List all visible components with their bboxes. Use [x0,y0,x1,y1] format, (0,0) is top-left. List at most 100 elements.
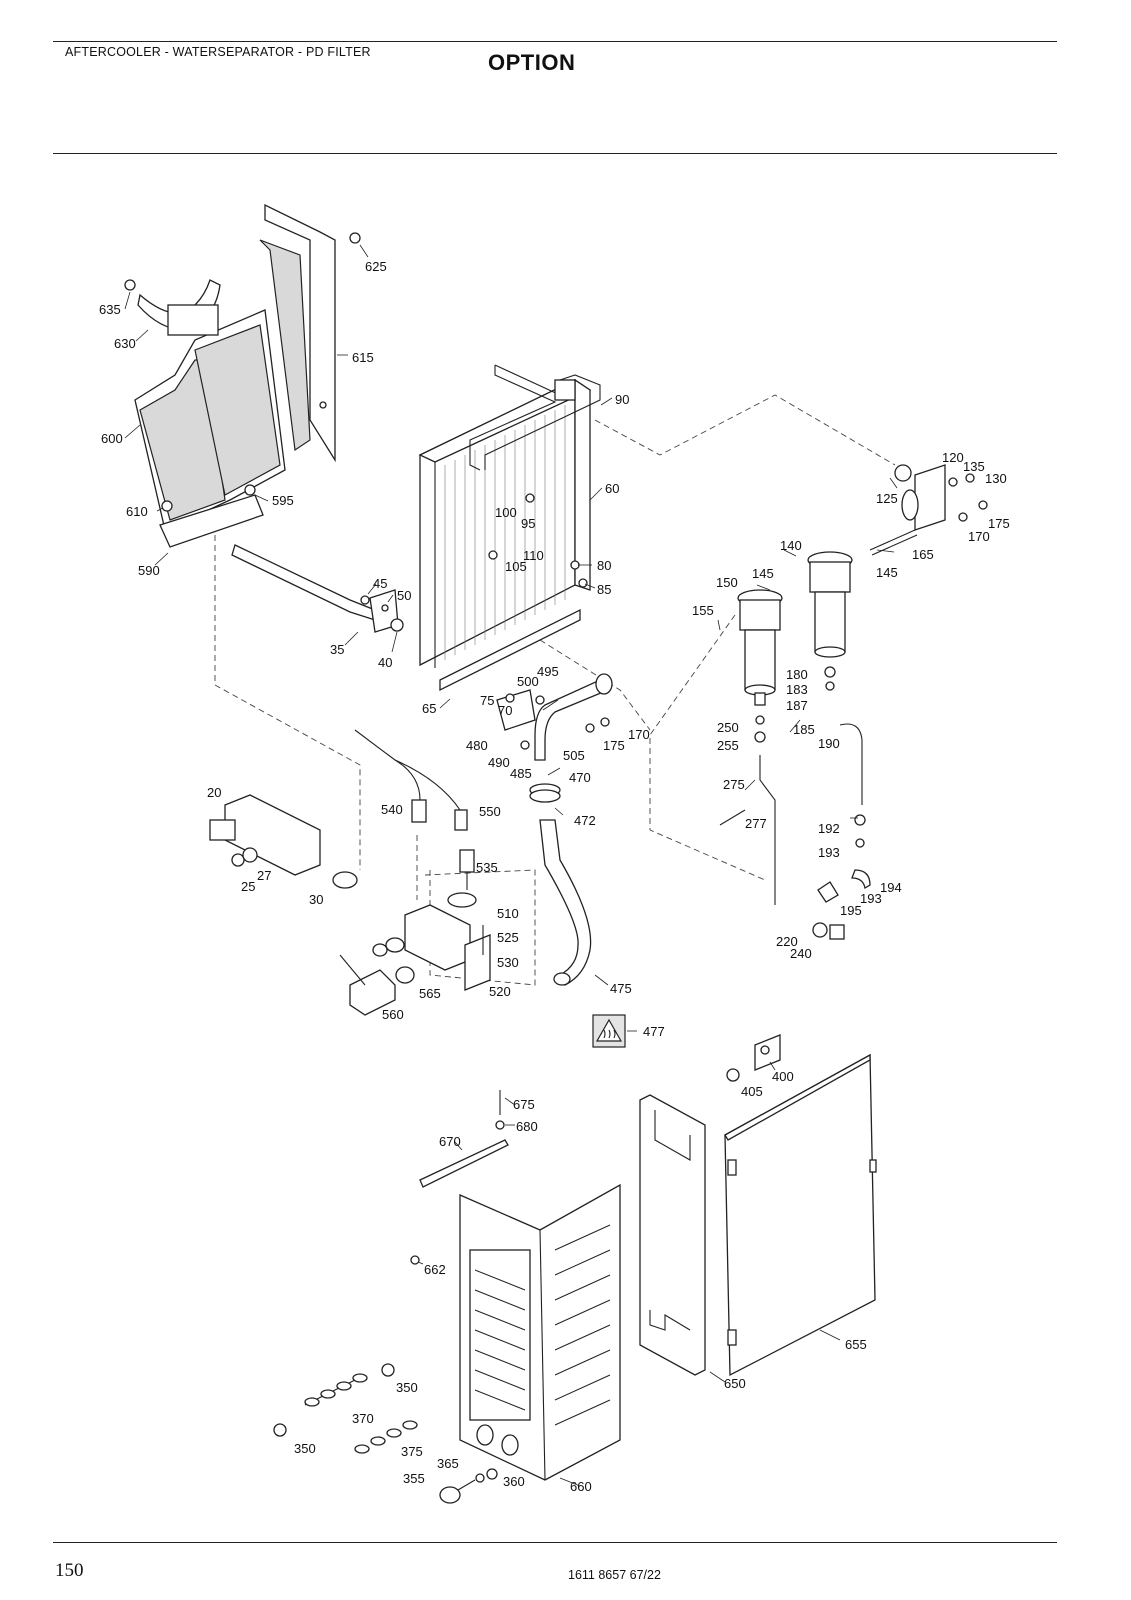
label-145-b: 145 [876,565,898,580]
label-90: 90 [615,392,629,407]
label-535: 535 [476,860,498,875]
label-500: 500 [517,674,539,689]
label-190: 190 [818,736,840,751]
option-heading: OPTION [488,50,576,75]
label-50: 50 [397,588,411,603]
label-615: 615 [352,350,374,365]
label-375: 375 [401,1444,423,1459]
louvered-panel-660 [459,1183,621,1481]
label-520: 520 [489,984,511,999]
label-662: 662 [424,1262,446,1277]
aftercooler-bracket-600 [134,309,286,548]
hinge-bracket-400 [726,1034,781,1082]
label-550: 550 [479,804,501,819]
label-277: 277 [745,816,767,831]
label-25: 25 [241,879,255,894]
label-625: 625 [365,259,387,274]
drain-tube-190 [839,723,863,805]
label-60: 60 [605,481,619,496]
label-565: 565 [419,986,441,1001]
label-27: 27 [257,868,271,883]
label-40: 40 [378,655,392,670]
label-530: 530 [497,955,519,970]
aftercooler-bracket-630 [124,279,221,336]
elbow-470 [496,673,613,761]
label-130: 130 [985,471,1007,486]
label-350-b: 350 [294,1441,316,1456]
pd-filter-150 [737,589,783,706]
hose-475 [539,819,592,986]
label-150: 150 [716,575,738,590]
label-505: 505 [563,748,585,763]
label-180: 180 [786,667,808,682]
label-85: 85 [597,582,611,597]
side-panel-615 [259,203,361,463]
label-35: 35 [330,642,344,657]
leader-lines [124,244,898,1487]
hot-surface-warning-icon [592,1014,626,1048]
label-560: 560 [382,1007,404,1022]
chain-370 [304,1373,368,1407]
label-194: 194 [880,880,902,895]
label-370: 370 [352,1411,374,1426]
label-510: 510 [497,906,519,921]
assembly-dashed-lines [214,394,896,986]
aftercooler-core-60 [418,378,592,668]
label-490: 490 [488,755,510,770]
label-30: 30 [309,892,323,907]
label-350-a: 350 [396,1380,418,1395]
label-193-b: 193 [860,891,882,906]
label-185: 185 [793,722,815,737]
label-187: 187 [786,698,808,713]
label-70: 70 [498,703,512,718]
label-192: 192 [818,821,840,836]
label-655: 655 [845,1337,867,1352]
label-360: 360 [503,1474,525,1489]
valve-body-20 [209,794,358,889]
label-650: 650 [724,1376,746,1391]
label-405: 405 [741,1084,763,1099]
drain-valve-194 [812,869,871,940]
label-220: 220 [776,934,798,949]
footer-rule [53,1542,1057,1543]
label-485: 485 [510,766,532,781]
label-355: 355 [403,1471,425,1486]
shackle-350 [273,1363,395,1437]
door-panel-655 [724,1053,877,1377]
label-135: 135 [963,459,985,474]
eyebolt-355 [439,1468,498,1504]
page-number: 150 [55,1560,84,1581]
header-bottom-rule [53,153,1057,154]
clamp-472 [529,783,561,803]
label-680: 680 [516,1119,538,1134]
label-155: 155 [692,603,714,618]
wiring-harness-550 [354,729,475,890]
label-472: 472 [574,813,596,828]
page-title: AFTERCOOLER - WATERSEPARATOR - PD FILTER [65,45,371,59]
label-365: 365 [437,1456,459,1471]
label-675: 675 [513,1097,535,1112]
fasteners [161,473,988,848]
pd-filter-140 [807,551,853,658]
rod-670 [410,1090,509,1265]
flange-120 [869,464,946,556]
label-610: 610 [126,504,148,519]
label-470: 470 [569,770,591,785]
label-125: 125 [876,491,898,506]
chain-375 [354,1420,418,1454]
label-195: 195 [840,903,862,918]
label-183: 183 [786,682,808,697]
label-660: 660 [570,1479,592,1494]
label-540: 540 [381,802,403,817]
label-165: 165 [912,547,934,562]
label-595: 595 [272,493,294,508]
label-80: 80 [597,558,611,573]
label-175-b: 175 [603,738,625,753]
label-400: 400 [772,1069,794,1084]
label-45: 45 [373,576,387,591]
ball-valve-560 [339,892,491,1016]
label-275: 275 [723,777,745,792]
label-110: 110 [523,548,544,563]
label-525: 525 [497,930,519,945]
